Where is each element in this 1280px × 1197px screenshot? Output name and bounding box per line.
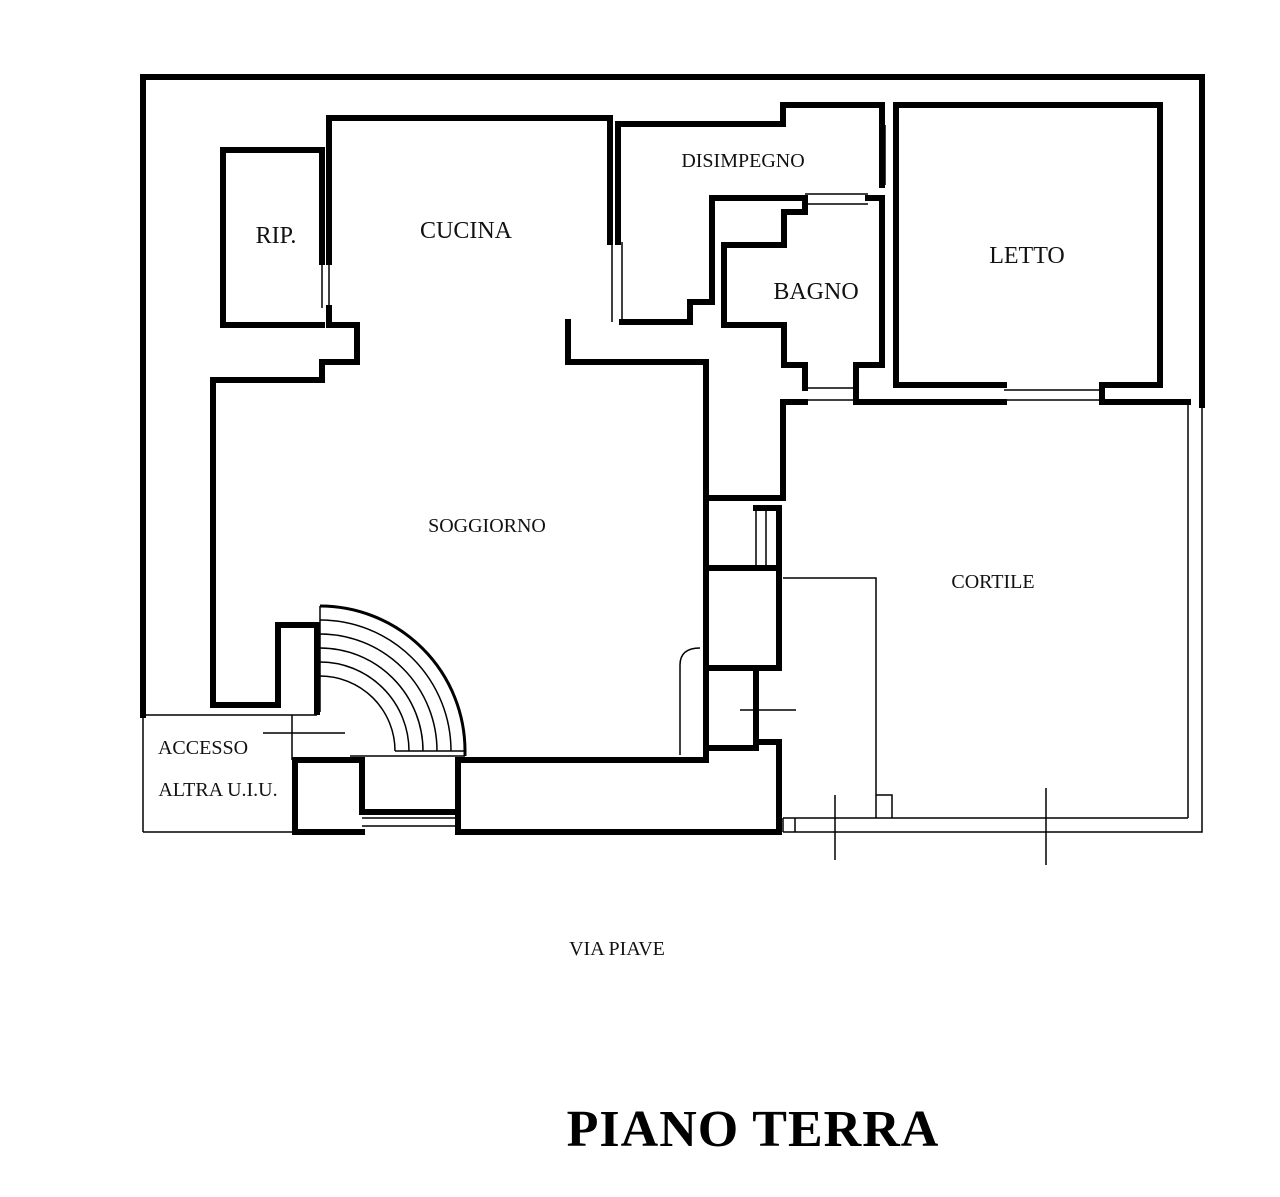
- room-label-cortile: CORTILE: [951, 571, 1034, 593]
- outer-boundary: [140, 74, 1205, 833]
- middle-wall: [455, 495, 796, 835]
- room-label-letto: LETTO: [989, 243, 1065, 269]
- street-label: VIA PIAVE: [569, 938, 665, 960]
- room-label-cucina: CUCINA: [420, 218, 513, 244]
- access-label-line1: ACCESSO: [158, 737, 248, 759]
- room-label-disimpegno: DISIMPEGNO: [681, 150, 804, 172]
- room-label-bagno: BAGNO: [773, 279, 858, 305]
- living-kitchen-walls: [210, 102, 885, 708]
- entry-walls: [142, 622, 461, 835]
- bedroom-walls: [893, 102, 1191, 405]
- access-label-line2: ALTRA U.I.U.: [158, 779, 277, 801]
- rip-room-walls: [220, 147, 330, 328]
- courtyard-lines: [782, 577, 1047, 865]
- plan-title: PIANO TERRA: [567, 1101, 940, 1158]
- room-label-soggiorno: SOGGIORNO: [428, 515, 546, 537]
- room-label-rip: RIP.: [256, 223, 297, 249]
- bathroom-walls: [619, 122, 1007, 405]
- spiral-staircase: [319, 604, 467, 757]
